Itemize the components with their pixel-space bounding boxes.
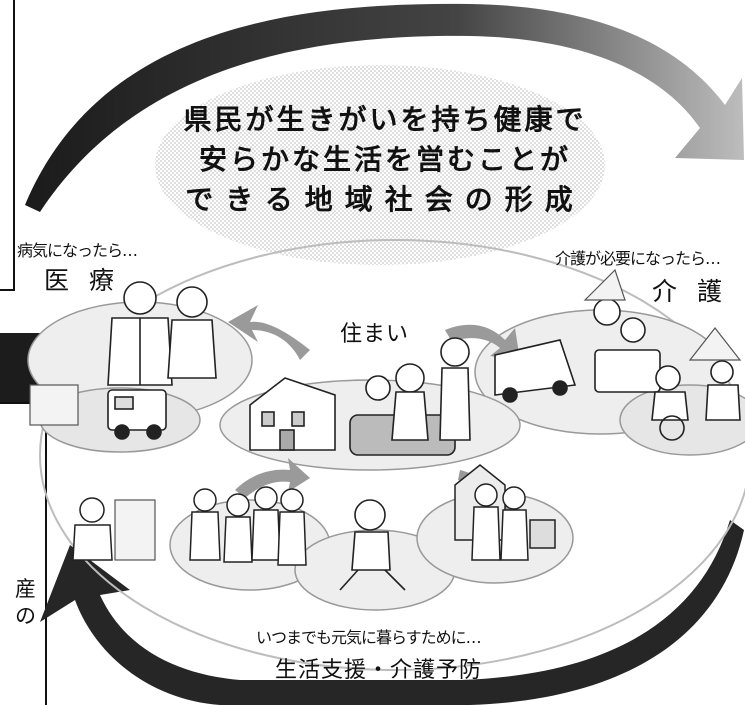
care-label: 介 護 bbox=[652, 277, 728, 306]
medical-caption: 病気になったら… bbox=[17, 241, 138, 260]
top-arc-arrow bbox=[25, 3, 744, 212]
left-frame-bottom bbox=[0, 402, 47, 705]
left-frame-top bbox=[0, 0, 15, 291]
care-caption: 介護が必要になったら… bbox=[555, 249, 721, 268]
goal-title-line1: 県民が生きがいを持ち健康で bbox=[183, 103, 587, 136]
left-edge-line1: 産 bbox=[15, 577, 36, 601]
left-edge-text: 産 の bbox=[15, 576, 36, 630]
receptionist-illustration bbox=[72, 497, 113, 561]
care-van-illustration bbox=[494, 339, 577, 403]
medical-label: 医 療 bbox=[44, 266, 120, 295]
wheelchair-illustration bbox=[651, 360, 741, 441]
walking-elder-illustration bbox=[339, 499, 406, 591]
title-cloud bbox=[155, 65, 605, 265]
family-illustration bbox=[349, 337, 471, 456]
cycle-arrow-right bbox=[445, 324, 520, 360]
goal-title: 県民が生きがいを持ち健康で 安らかな生活を営むことが できる地域社会の形成 bbox=[150, 100, 620, 220]
cycle-outline bbox=[39, 239, 745, 671]
left-edge-line2: の bbox=[15, 604, 36, 628]
ambulance-illustration bbox=[107, 389, 167, 440]
building-illustration bbox=[29, 384, 156, 561]
goal-title-line3: できる地域社会の形成 bbox=[185, 183, 585, 216]
doctor-illustration bbox=[107, 281, 173, 386]
support-label: 生活支援・介護予防 bbox=[275, 658, 483, 683]
support-caption: いつまでも元気に暮らすために… bbox=[256, 628, 482, 647]
care-facility-illustration bbox=[583, 268, 742, 361]
cycle-arrow-left bbox=[228, 305, 310, 360]
caregiver-bath-illustration bbox=[593, 298, 661, 393]
goal-title-line2: 安らかな生活を営むことが bbox=[198, 143, 571, 176]
house-illustration bbox=[249, 377, 336, 451]
elderly-group-illustration bbox=[189, 486, 307, 566]
cycle-arrow-bottom-left bbox=[235, 458, 310, 498]
housing-label: 住まい bbox=[340, 322, 410, 347]
nurse-illustration bbox=[167, 286, 217, 379]
neighborhood-family-illustration bbox=[454, 464, 556, 561]
